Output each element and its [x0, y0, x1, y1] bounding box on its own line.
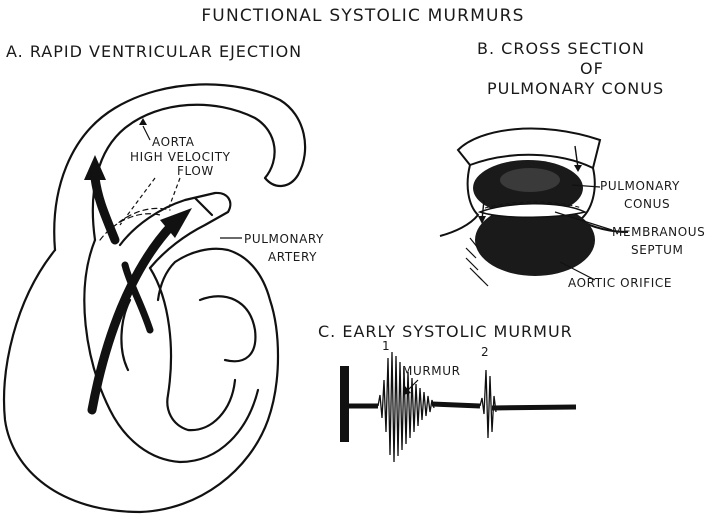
heart-outline — [4, 249, 278, 512]
label-high-velocity: HIGH VELOCITY — [130, 150, 231, 164]
panel-b-heading-line1: B. CROSS SECTION — [477, 39, 645, 58]
label-pulmonary-a: PULMONARY — [244, 232, 324, 246]
label-flow: FLOW — [177, 164, 214, 178]
flow-arrow-pulmonary — [92, 225, 172, 410]
flow-arrow-aorta — [95, 178, 115, 240]
label-membranous: MEMBRANOUS — [612, 225, 705, 239]
label-murmur: MURMUR — [402, 364, 461, 378]
label-septum: SEPTUM — [631, 243, 684, 257]
panel-c-heading: C. EARLY SYSTOLIC MURMUR — [318, 322, 573, 341]
heart-sound-2-trace — [480, 370, 496, 438]
label-artery: ARTERY — [268, 250, 317, 264]
label-pulmonary-b: PULMONARY — [600, 179, 680, 193]
panel-b-heading-line2: OF — [580, 59, 604, 78]
label-sound-2: 2 — [481, 345, 489, 359]
panel-b-heading-line3: PULMONARY CONUS — [487, 79, 664, 98]
cross-section-illustration — [440, 129, 628, 286]
label-aortic-orifice: AORTIC ORIFICE — [568, 276, 672, 290]
label-conus: CONUS — [624, 197, 670, 211]
flow-arrows — [84, 155, 192, 410]
label-sound-1: 1 — [382, 339, 390, 353]
panel-a-heading: A. RAPID VENTRICULAR EJECTION — [6, 42, 302, 61]
figure-title: FUNCTIONAL SYSTOLIC MURMURS — [201, 6, 524, 26]
calibration-bar — [340, 366, 349, 442]
label-aorta: AORTA — [152, 135, 195, 149]
